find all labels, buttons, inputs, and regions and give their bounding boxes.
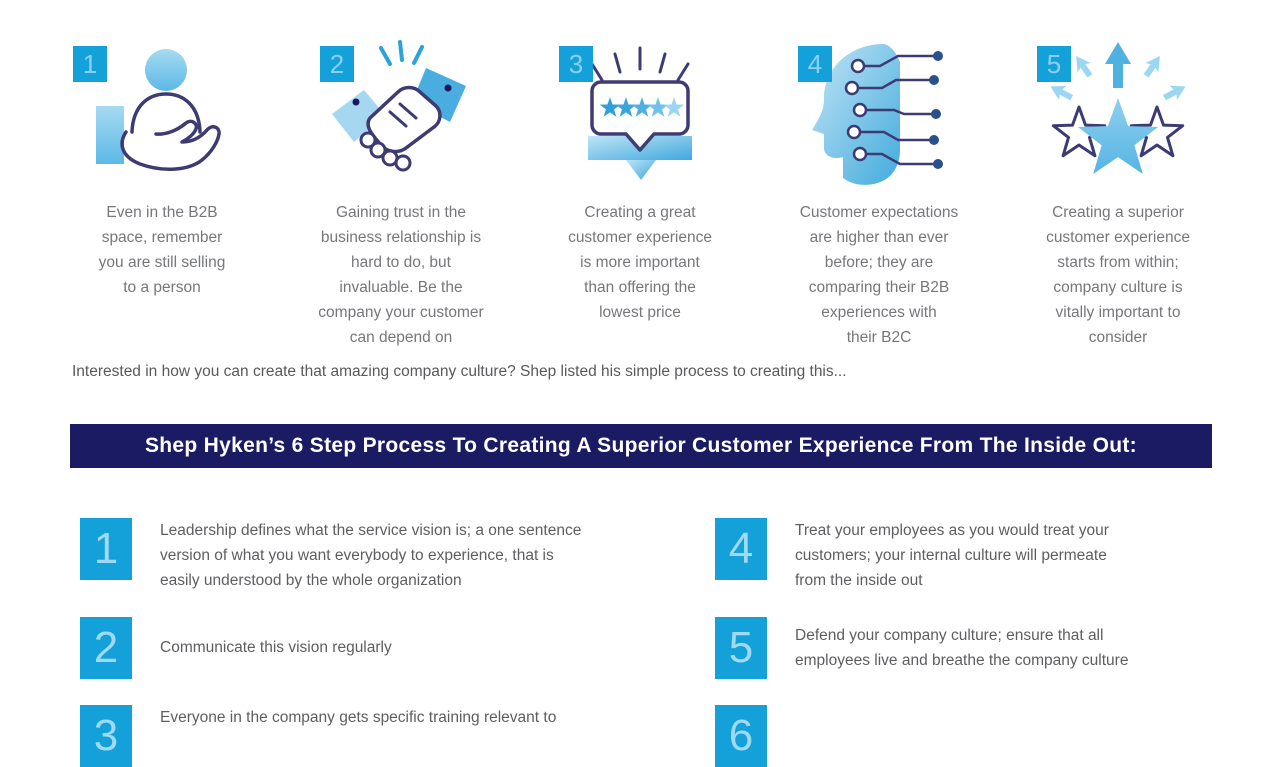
ai-head-icon [811, 44, 943, 185]
step-row-1: 1 Leadership defines what the service vi… [80, 518, 665, 593]
top-point-3: 3 [533, 40, 747, 350]
top-point-4: 4 [772, 40, 986, 350]
icon-box-3: 3 [533, 40, 747, 188]
step-row-2: 2 Communicate this vision regularly [80, 617, 665, 679]
point-number-badge: 3 [559, 46, 593, 82]
step-number-box: 5 [715, 617, 767, 679]
step-text: Defend your company culture; ensure that… [795, 627, 1129, 669]
step-text: Communicate this vision regularly [160, 639, 392, 656]
step-row-4: 4 Treat your employees as you would trea… [715, 518, 1235, 593]
step-number-box: 3 [80, 705, 132, 767]
steps-column-right: 4 Treat your employees as you would trea… [715, 518, 1235, 767]
step-text: Treat your employees as you would treat … [795, 522, 1109, 589]
point-text: Gaining trust in the business relationsh… [318, 204, 484, 346]
infographic-page: 1 Even in the B2B space, remember you ar… [55, 40, 1225, 767]
step-row-3: 3 Everyone in the company gets specific … [80, 705, 665, 767]
handshake-icon [332, 40, 466, 172]
star-burst-icon [1046, 42, 1190, 175]
point-text: Even in the B2B space, remember you are … [98, 204, 226, 296]
point-text: Creating a great customer experience is … [568, 204, 712, 321]
person-in-hand-icon [96, 49, 221, 171]
step-row-5: 5 Defend your company culture; ensure th… [715, 617, 1235, 679]
icon-box-4: 4 [772, 40, 986, 188]
review-stars-bubble-icon [588, 46, 692, 180]
step-number-box: 6 [715, 705, 767, 767]
banner-title: Shep Hyken’s 6 Step Process To Creating … [145, 434, 1137, 457]
step-text: Everyone in the company gets specific tr… [160, 709, 557, 726]
step-text: Leadership defines what the service visi… [160, 522, 582, 589]
step-number-box: 2 [80, 617, 132, 679]
point-number-badge: 1 [73, 46, 107, 82]
top-point-1: 1 Even in the B2B space, remember you ar… [55, 40, 269, 350]
step-number-box: 4 [715, 518, 767, 580]
point-number-badge: 2 [320, 46, 354, 82]
section-banner: Shep Hyken’s 6 Step Process To Creating … [70, 424, 1212, 468]
icon-box-5: 5 [1011, 40, 1225, 188]
top-point-5: 5 [1011, 40, 1225, 350]
intro-line: Interested in how you can create that am… [72, 363, 847, 380]
top-point-2: 2 Gaining trust in t [294, 40, 508, 350]
step-number-box: 1 [80, 518, 132, 580]
point-text: Creating a superior customer experience … [1046, 204, 1190, 346]
point-number-badge: 5 [1037, 46, 1071, 82]
icon-box-2: 2 [294, 40, 508, 188]
step-row-6: 6 [715, 705, 1235, 767]
icon-box-1: 1 [55, 40, 269, 188]
point-number-badge: 4 [798, 46, 832, 82]
point-text: Customer expectations are higher than ev… [799, 204, 959, 346]
steps-column-left: 1 Leadership defines what the service vi… [80, 518, 665, 767]
top-points-row: 1 Even in the B2B space, remember you ar… [55, 40, 1225, 350]
